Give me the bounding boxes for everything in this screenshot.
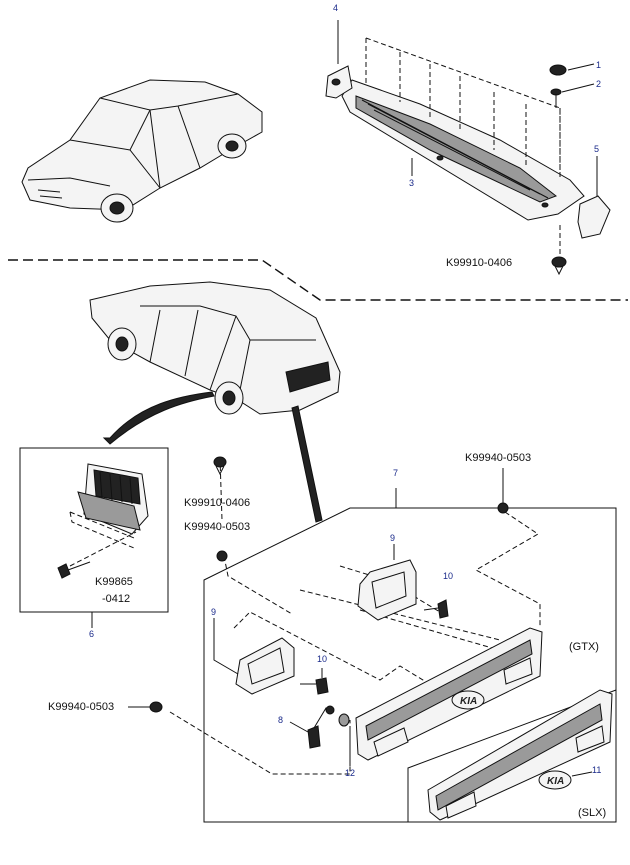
part-number-bolt-line2: -0412 (102, 593, 130, 605)
bulb-part-12 (338, 713, 351, 766)
clip-top (551, 256, 567, 276)
callout-2: 2 (596, 79, 601, 89)
screw-left (128, 701, 163, 713)
car-illustration-rear (89, 281, 341, 415)
variant-label-gtx: (GTX) (569, 641, 599, 653)
callout-3: 3 (409, 178, 414, 188)
part-number-clip-top: K99910-0406 (446, 257, 512, 269)
screw-mid (216, 550, 228, 562)
callout-9-lower: 9 (211, 607, 216, 617)
enclosure (203, 507, 617, 823)
side-cover-right (577, 156, 611, 239)
screw-right (497, 468, 509, 514)
emblem-text-gtx: KIA (460, 696, 477, 707)
callout-10-lower: 10 (317, 654, 327, 664)
callout-8: 8 (278, 715, 283, 725)
gasket-upper (357, 544, 417, 621)
side-cover-left (325, 20, 353, 99)
rear-garnish-slx (427, 689, 613, 821)
callout-12: 12 (345, 768, 355, 778)
cap-part-1 (549, 63, 595, 76)
clip-mid (213, 456, 227, 476)
callout-5: 5 (594, 144, 599, 154)
part-number-screw-right: K99940-0503 (465, 452, 531, 464)
callout-9-upper: 9 (390, 533, 395, 543)
rear-garnish-gtx (355, 627, 543, 761)
screw-part-10-upper (423, 599, 449, 619)
variant-label-slx: (SLX) (578, 807, 606, 819)
license-lamp-part-8 (289, 705, 335, 749)
part-number-screw-left: K99940-0503 (48, 701, 114, 713)
screw-part-2 (550, 83, 595, 108)
callout-4: 4 (333, 3, 338, 13)
inset-box-part-6 (19, 447, 169, 628)
cowl-top-cover (341, 79, 585, 221)
callout-10-upper: 10 (443, 571, 453, 581)
emblem-text-slx: KIA (547, 776, 564, 787)
car-illustration-top (21, 79, 263, 223)
part-number-clip-mid: K99910-0406 (184, 497, 250, 509)
callout-11: 11 (592, 765, 601, 775)
screw-part-10-lower (300, 668, 329, 695)
part-number-screw-mid: K99940-0503 (184, 521, 250, 533)
callout-1: 1 (596, 60, 601, 70)
gasket-lower (213, 618, 295, 695)
part-number-bolt-line1: K99865 (95, 576, 133, 588)
callout-6: 6 (89, 629, 94, 639)
callout-7: 7 (393, 468, 398, 478)
